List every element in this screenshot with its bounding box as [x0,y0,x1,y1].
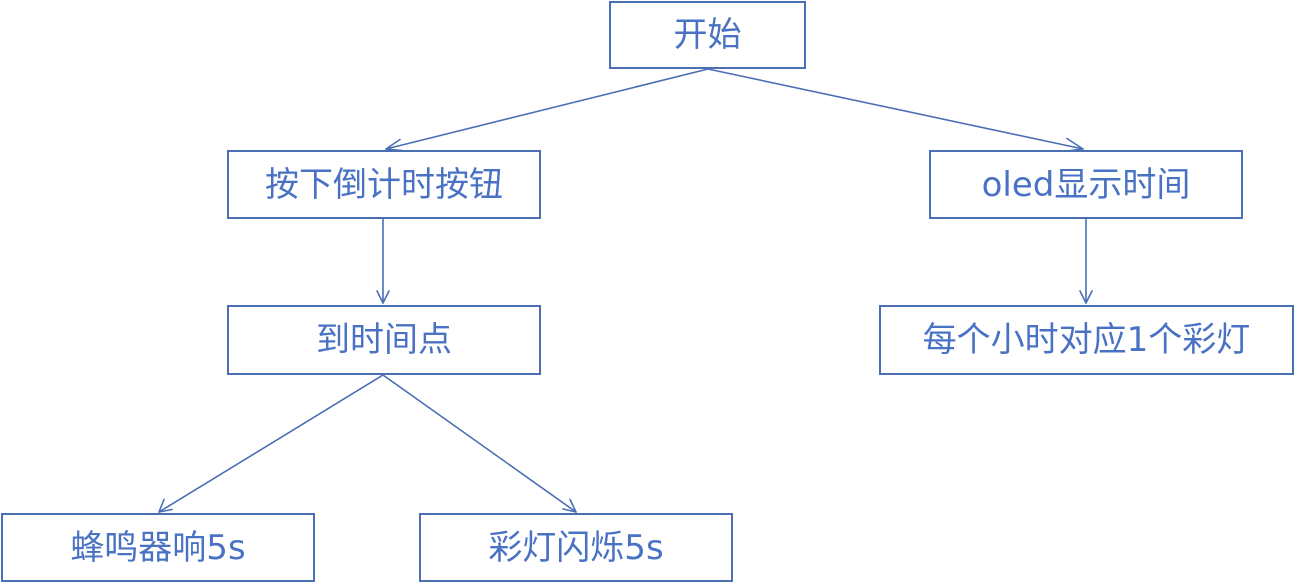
light-flash-node-label: 彩灯闪烁5s [488,527,664,568]
arrow-start-to-countdown-button [385,68,709,152]
hourly-light-node-label: 每个小时对应1个彩灯 [922,320,1251,360]
hourly-light-node: 每个小时对应1个彩灯 [879,305,1294,375]
arrow-start-to-oled-display [707,68,1084,152]
arrow-time-reached-to-light-flash [382,374,577,513]
oled-display-node-label: oled显示时间 [981,164,1191,205]
start-node: 开始 [609,1,806,69]
countdown-button-node-label: 按下倒计时按钮 [265,164,503,205]
time-reached-node-label: 到时间点 [316,320,452,360]
buzzer-node: 蜂鸣器响5s [1,513,315,582]
time-reached-node: 到时间点 [227,305,541,375]
arrow-oled-display-to-hourly-light [1079,218,1093,304]
buzzer-node-label: 蜂鸣器响5s [70,527,246,568]
arrow-countdown-button-to-time-reached [376,218,390,304]
light-flash-node: 彩灯闪烁5s [419,513,733,582]
countdown-button-node: 按下倒计时按钮 [227,150,541,219]
arrow-time-reached-to-buzzer [158,374,384,513]
oled-display-node: oled显示时间 [929,150,1243,219]
start-node-label: 开始 [673,15,742,55]
